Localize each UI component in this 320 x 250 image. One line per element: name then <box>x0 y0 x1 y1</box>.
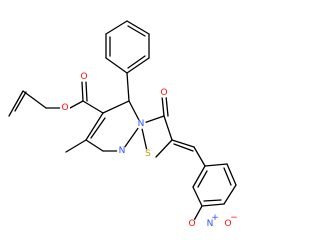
atom-n-nitro: N <box>207 219 214 229</box>
atom-n-ring-a: N <box>136 119 146 129</box>
atom-o-ester-carbonyl: O <box>79 72 89 82</box>
nitro-group: N + O O − <box>187 213 238 229</box>
atom-s-ring: S <box>143 149 153 159</box>
svg-text:O: O <box>80 72 87 82</box>
svg-text:S: S <box>145 149 151 159</box>
atom-o-nitro-a: O <box>188 219 195 229</box>
svg-text:N: N <box>138 119 145 129</box>
molecule-structure: O O N N S O N + O O − <box>8 20 238 229</box>
atom-labels: O O N N S O N + O O − <box>60 72 238 229</box>
atom-o-nitro-b: O <box>224 219 231 229</box>
svg-text:O: O <box>160 88 167 98</box>
nitro-minus-charge: − <box>230 213 238 223</box>
svg-text:N: N <box>119 146 126 156</box>
atom-n-ring-b: N <box>117 146 127 156</box>
nitro-plus-charge: + <box>211 213 219 223</box>
bond-lines <box>8 20 237 225</box>
atom-o-ester-ether: O <box>60 103 70 113</box>
svg-text:O: O <box>61 103 68 113</box>
atom-o-ketone: O <box>159 88 169 98</box>
